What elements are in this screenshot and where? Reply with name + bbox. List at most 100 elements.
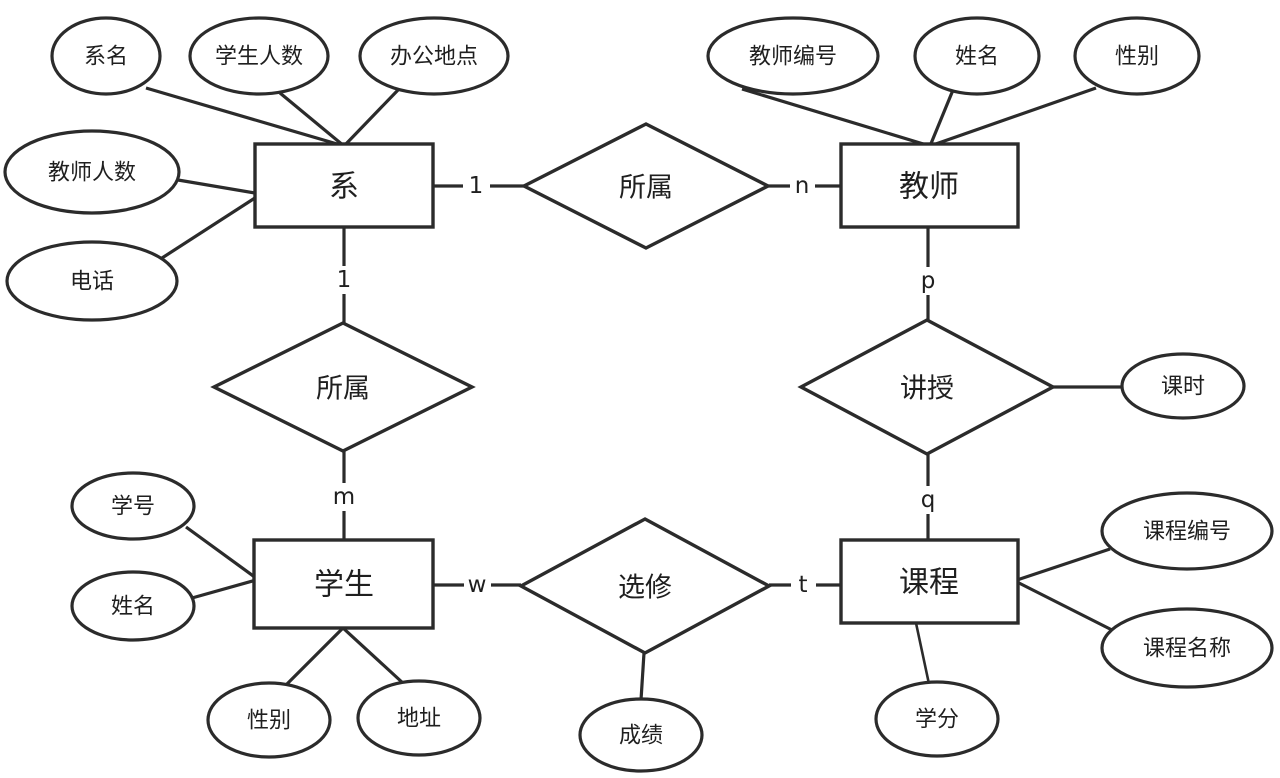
attribute-teacher-gender[interactable]: 性别	[1073, 16, 1201, 96]
cardinality-label-dept-teacher-1: 1	[469, 173, 484, 199]
attribute-label: 地址	[397, 707, 441, 732]
attribute-student-address[interactable]: 地址	[356, 679, 482, 757]
attribute-label: 教师编号	[749, 45, 837, 70]
cardinality-label-dept-student-m: m	[333, 484, 355, 510]
attribute-label: 课程编号	[1143, 520, 1231, 545]
attribute-class-hours[interactable]: 课时	[1120, 352, 1246, 420]
edge-teacher-to-teacher-name	[928, 89, 955, 147]
edge-student-to-student-name	[191, 578, 257, 600]
attribute-course-id[interactable]: 课程编号	[1100, 491, 1274, 571]
relationship-diamond-shape	[520, 122, 772, 250]
attribute-ellipse-shape	[874, 680, 1000, 758]
relationship-label: 选修	[618, 573, 672, 604]
attribute-student-id[interactable]: 学号	[70, 471, 196, 541]
relationship-teacher-course-teach[interactable]: 讲授	[797, 318, 1057, 456]
attribute-label: 性别	[247, 709, 291, 734]
attribute-label: 办公地点	[390, 45, 478, 70]
relationship-student-course-elect[interactable]: 选修	[517, 517, 773, 655]
edge-teacher-to-teacher-gender	[929, 86, 1097, 148]
attribute-student-name[interactable]: 姓名	[70, 570, 196, 642]
cardinality-label-teacher-course-p: p	[921, 268, 936, 294]
attribute-teacher-name[interactable]: 姓名	[913, 16, 1041, 96]
attribute-label: 课程名称	[1143, 637, 1231, 662]
attribute-office-location[interactable]: 办公地点	[358, 16, 510, 96]
attribute-score[interactable]: 成绩	[578, 697, 704, 773]
edge-dept-to-teacher-count	[177, 178, 256, 195]
edge-student-to-student-gender	[283, 626, 345, 688]
entity-course[interactable]: 课程	[839, 538, 1020, 625]
edge-course-to-course-name	[1016, 580, 1113, 632]
attribute-ellipse-shape	[356, 679, 482, 757]
entity-label: 课程	[899, 566, 959, 601]
attribute-teacher-id[interactable]: 教师编号	[706, 16, 880, 96]
attribute-label: 学分	[915, 708, 959, 733]
attribute-ellipse-shape	[206, 681, 332, 759]
relationship-diamonds: 所属 所属 讲授 选修	[210, 122, 1057, 655]
edge-dept-to-phone	[161, 194, 259, 260]
cardinality-label-dept-student-1: 1	[337, 267, 352, 293]
relationship-dept-teacher-belong[interactable]: 所属	[520, 122, 772, 250]
entity-rect-shape	[253, 142, 435, 229]
cardinality-label-teacher-course-q: q	[921, 487, 936, 513]
edge-dept-to-student-count	[278, 91, 346, 148]
attribute-student-gender[interactable]: 性别	[206, 681, 332, 759]
attribute-ellipse-shape	[70, 570, 196, 642]
attribute-ellipse-shape	[5, 240, 179, 322]
entity-teacher[interactable]: 教师	[839, 142, 1020, 229]
cardinality-label-student-course-w: w	[468, 572, 487, 598]
entity-department[interactable]: 系	[253, 142, 435, 229]
relationship-diamond-shape	[797, 318, 1057, 456]
attribute-ellipse-shape	[1073, 16, 1201, 96]
attribute-label: 性别	[1115, 45, 1159, 70]
attribute-dept-name[interactable]: 系名	[50, 16, 162, 96]
attribute-ellipse-shape	[706, 16, 880, 96]
attribute-label: 教师人数	[48, 161, 136, 186]
attribute-label: 姓名	[955, 45, 999, 70]
attribute-ellipses: 系名 学生人数 办公地点 教师人数 电话 教师编号 姓名 性别	[3, 16, 1274, 773]
entity-rectangles: 系 教师 学生 课程	[252, 142, 1020, 630]
entity-student[interactable]: 学生	[252, 538, 435, 630]
attribute-ellipse-shape	[1100, 491, 1274, 571]
edge-dept-to-office-location	[342, 88, 400, 148]
cardinality-label-dept-teacher-n: n	[795, 173, 810, 199]
attribute-label: 姓名	[111, 595, 155, 620]
edge-teacher-to-teacher-id	[741, 87, 931, 148]
relationship-dept-student-belong[interactable]: 所属	[210, 321, 476, 453]
attribute-student-count[interactable]: 学生人数	[188, 16, 330, 96]
relationship-label: 所属	[316, 374, 370, 405]
edge-course-to-credits	[914, 622, 931, 685]
attribute-dept-phone[interactable]: 电话	[5, 240, 179, 322]
entity-rect-shape	[839, 538, 1020, 625]
edge-student-to-student-id	[185, 525, 257, 580]
edge-elect-to-score	[639, 652, 646, 701]
attribute-credits[interactable]: 学分	[874, 680, 1000, 758]
attribute-ellipse-shape	[50, 16, 162, 96]
entity-rect-shape	[839, 142, 1020, 229]
attribute-ellipse-shape	[1100, 607, 1274, 689]
relationship-diamond-shape	[210, 321, 476, 453]
relationship-diamond-shape	[517, 517, 773, 655]
attribute-ellipse-shape	[188, 16, 330, 96]
attribute-teacher-count[interactable]: 教师人数	[3, 129, 181, 215]
attribute-label: 成绩	[619, 724, 663, 749]
relationship-label: 所属	[619, 173, 673, 204]
entity-label: 系	[329, 170, 359, 205]
attribute-label: 系名	[84, 45, 128, 70]
attribute-label: 电话	[70, 270, 114, 295]
attribute-ellipse-shape	[70, 471, 196, 541]
attribute-ellipse-shape	[913, 16, 1041, 96]
attribute-ellipse-shape	[578, 697, 704, 773]
attribute-course-name[interactable]: 课程名称	[1100, 607, 1274, 689]
edge-dept-to-dept-name	[145, 86, 345, 148]
cardinality-labels: 1 n 1 m p q w t	[333, 173, 936, 598]
attribute-label: 学号	[111, 495, 155, 520]
edge-course-to-course-id	[1016, 547, 1111, 582]
entity-label: 教师	[899, 170, 959, 205]
attribute-ellipse-shape	[1120, 352, 1246, 420]
edge-student-to-student-address	[341, 626, 406, 686]
attribute-label: 课时	[1161, 375, 1205, 400]
attribute-ellipse-shape	[3, 129, 181, 215]
cardinality-label-student-course-t: t	[798, 572, 807, 598]
connector-lines	[145, 86, 1122, 701]
